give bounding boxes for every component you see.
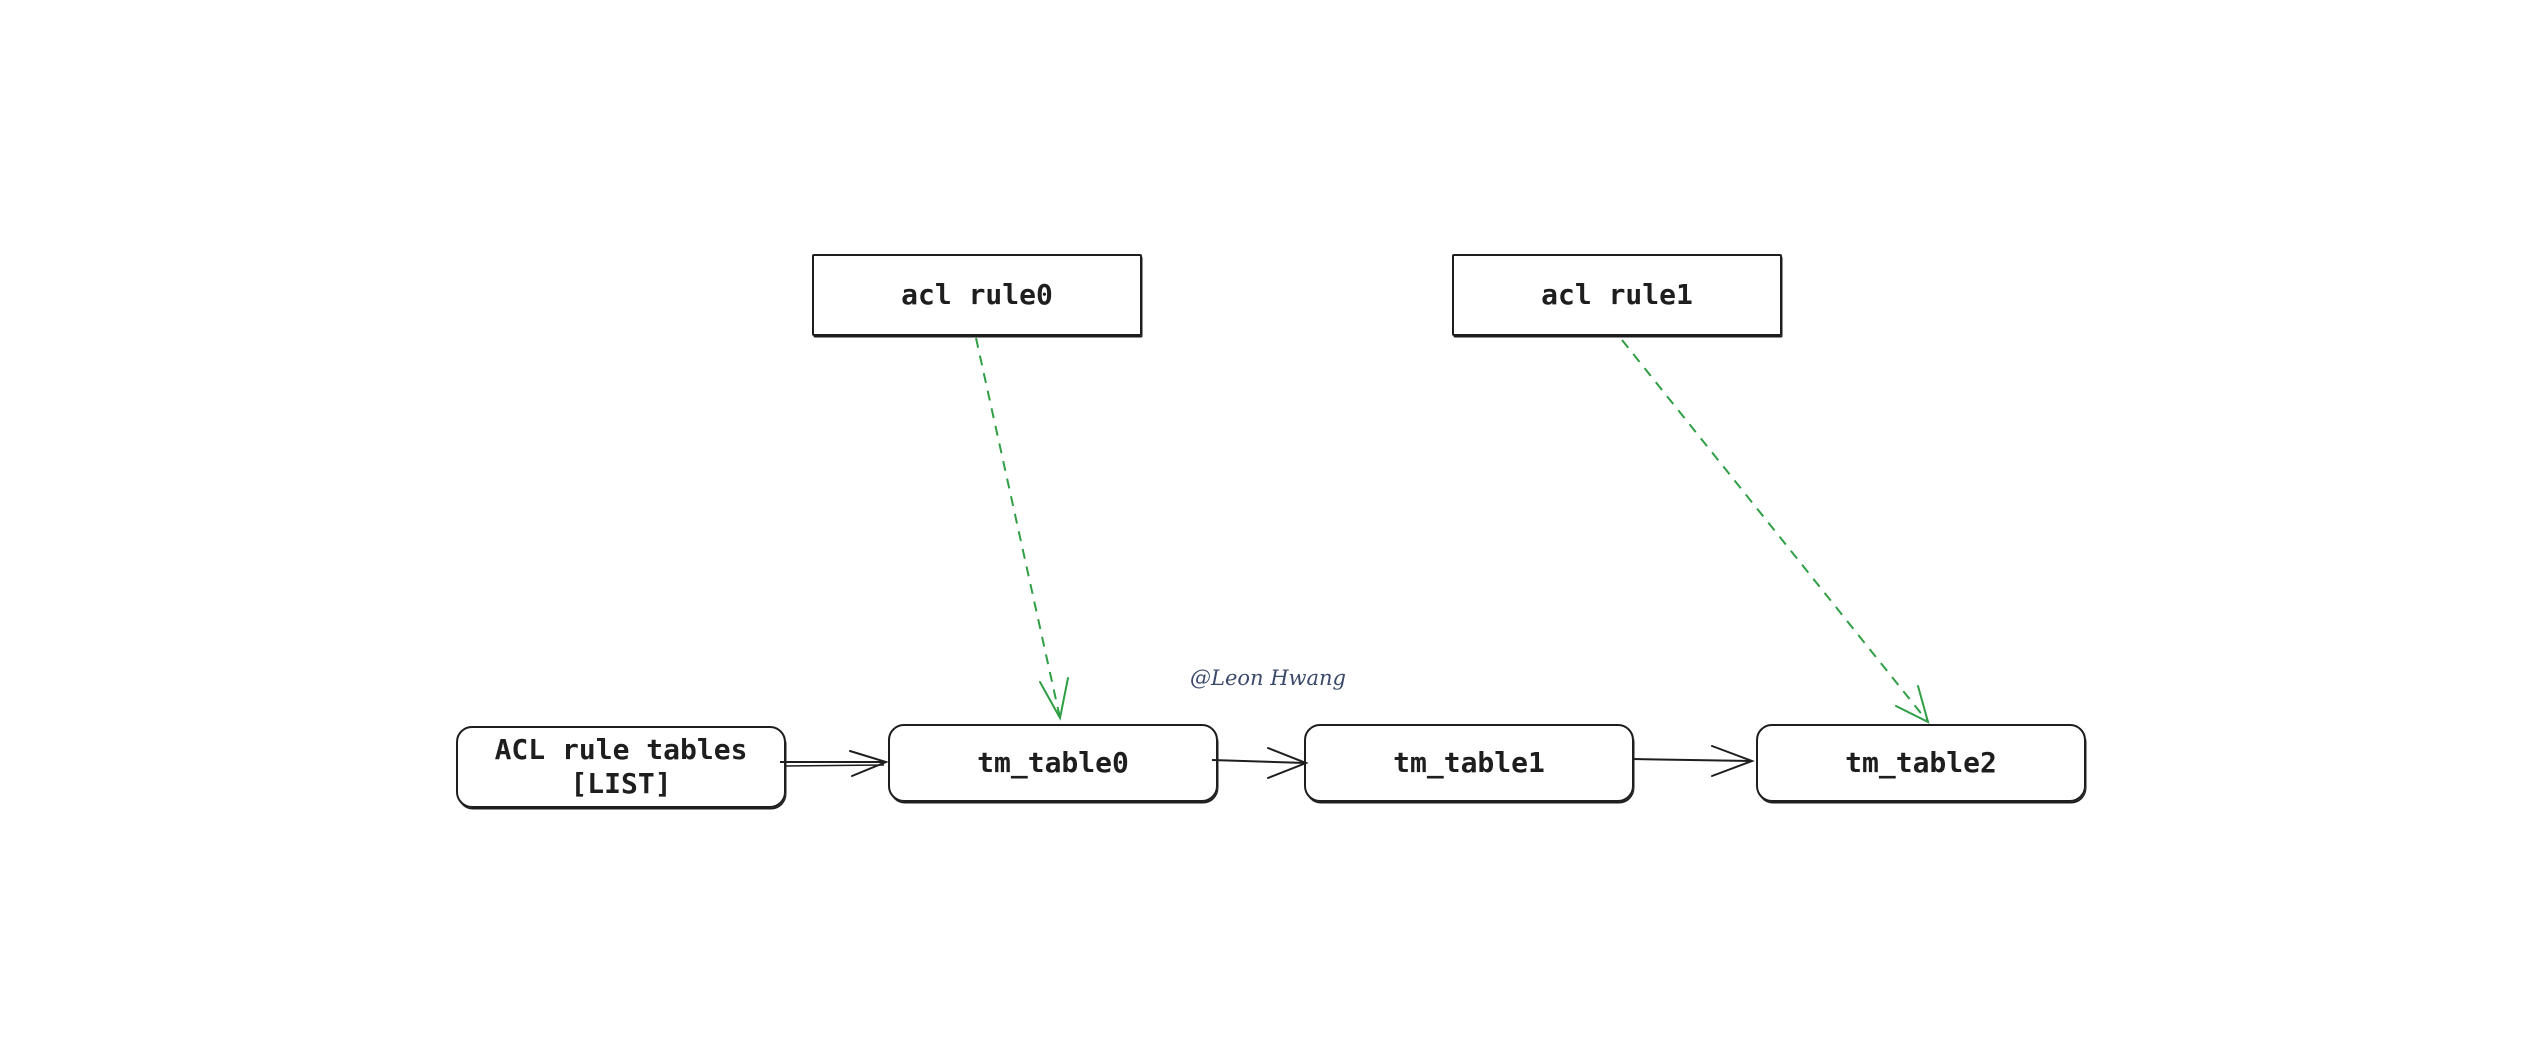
- edge-tm-table0-to-tm-table1: [1211, 747, 1309, 779]
- node-label: tm_table0: [977, 746, 1129, 780]
- node-tm-table1: tm_table1: [1304, 724, 1634, 802]
- node-label: acl rule0: [901, 278, 1053, 312]
- edge-tm-table1-to-tm-table2: [1631, 745, 1755, 777]
- node-acl-rule-tables: ACL rule tables [LIST]: [456, 726, 786, 808]
- node-label: acl rule1: [1541, 278, 1693, 312]
- node-label: tm_table2: [1845, 746, 1997, 780]
- node-acl-rule0: acl rule0: [812, 254, 1142, 336]
- node-tm-table0: tm_table0: [888, 724, 1218, 802]
- edge-acl-rule1-to-tm-table2: [1621, 339, 1930, 724]
- edge-acl-rule0-to-tm-table0: [975, 337, 1069, 721]
- node-label: tm_table1: [1393, 746, 1545, 780]
- edge-acl-rule-tables-to-tm-table0: [780, 750, 889, 777]
- node-label: ACL rule tables [LIST]: [494, 733, 748, 800]
- node-acl-rule1: acl rule1: [1452, 254, 1782, 336]
- node-tm-table2: tm_table2: [1756, 724, 2086, 802]
- author-signature: @Leon Hwang: [1190, 666, 1346, 690]
